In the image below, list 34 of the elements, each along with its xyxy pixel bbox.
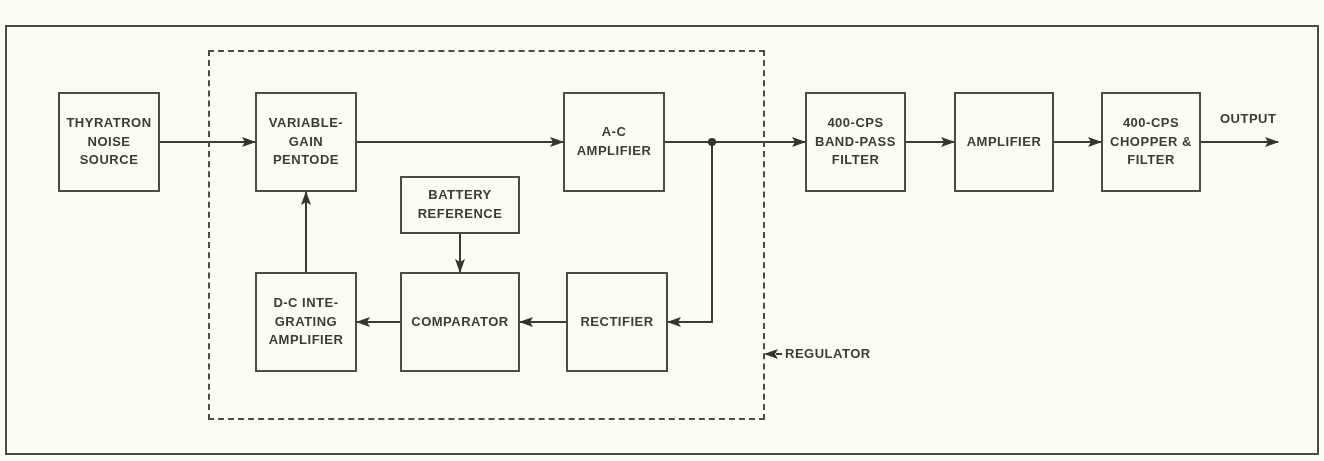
block-label: COMPARATOR	[410, 312, 510, 331]
block-label: D-C INTE- GRATING AMPLIFIER	[267, 293, 345, 350]
arrow	[356, 137, 564, 147]
edge-label: OUTPUT	[1218, 111, 1279, 126]
arrow	[664, 141, 713, 327]
arrow	[905, 137, 955, 147]
block-label: AMPLIFIER	[965, 132, 1043, 151]
arrow	[1053, 137, 1102, 147]
block-box	[400, 176, 520, 234]
arrow	[356, 317, 401, 327]
block-box	[566, 272, 668, 372]
block-box	[1101, 92, 1201, 192]
block-box	[954, 92, 1054, 192]
group-label: REGULATOR	[784, 344, 872, 363]
block-box	[255, 92, 357, 192]
arrow	[455, 233, 465, 273]
arrow	[301, 191, 311, 273]
block-box	[58, 92, 160, 192]
block-box	[400, 272, 520, 372]
block-label: THYRATRON NOISE SOURCE	[65, 113, 153, 170]
arrow	[519, 317, 567, 327]
block-label: BATTERY REFERENCE	[416, 186, 504, 223]
arrow	[1200, 137, 1279, 147]
leader-line	[764, 349, 783, 359]
block-box	[563, 92, 665, 192]
arrow	[159, 137, 256, 147]
block-label: VARIABLE- GAIN PENTODE	[267, 113, 345, 170]
block-label: 400-CPS CHOPPER & FILTER	[1109, 113, 1193, 170]
block-box	[255, 272, 357, 372]
dashed-group-box	[208, 50, 765, 420]
block-label: A-C AMPLIFIER	[575, 123, 653, 160]
block-label: 400-CPS BAND-PASS FILTER	[814, 113, 897, 170]
block-box	[805, 92, 906, 192]
block-label: RECTIFIER	[579, 312, 655, 331]
